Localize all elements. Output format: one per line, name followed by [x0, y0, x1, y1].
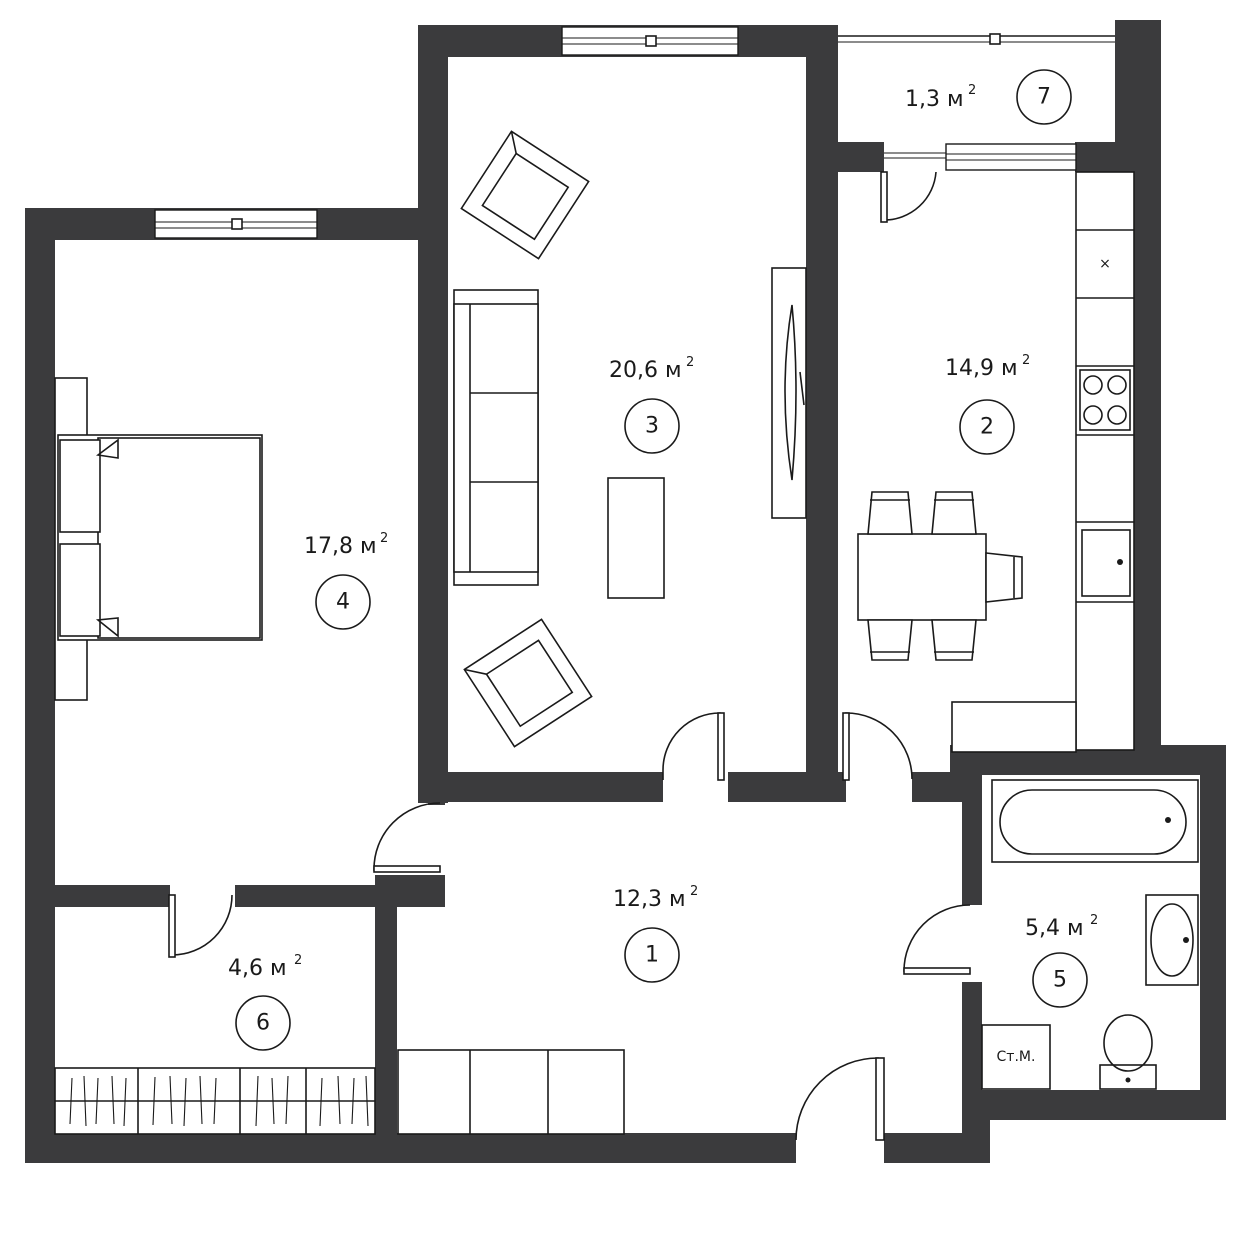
svg-text:20,6 м: 20,6 м — [609, 358, 682, 383]
room-area: 1,3 — [905, 87, 940, 112]
room-number: 6 — [256, 1011, 270, 1036]
svg-text:2: 2 — [294, 953, 302, 968]
svg-text:2: 2 — [1090, 913, 1098, 928]
room-4-label: 17,8 м 2 4 — [304, 531, 388, 630]
room-3-label: 20,6 м 2 3 — [609, 355, 694, 454]
room-number: 5 — [1053, 968, 1067, 993]
room-area: 5,4 — [1025, 916, 1060, 941]
doors — [168, 171, 971, 1141]
room-area: 4,6 — [228, 956, 263, 981]
room-number: 2 — [980, 415, 994, 440]
room-number: 4 — [336, 590, 350, 615]
kitchen-furniture: × — [857, 171, 1135, 753]
svg-text:1,3 м: 1,3 м — [905, 87, 964, 112]
svg-text:2: 2 — [380, 531, 388, 546]
room-area: 17,8 — [304, 534, 353, 559]
svg-text:17,8 м: 17,8 м — [304, 534, 377, 559]
room-area: 14,9 — [945, 356, 994, 381]
washing-machine-label: Ст.М. — [997, 1049, 1036, 1065]
svg-text:2: 2 — [968, 83, 976, 98]
living-furniture — [453, 130, 807, 748]
bedroom-furniture — [54, 377, 263, 701]
walls — [25, 20, 1226, 1163]
svg-text:14,9 м: 14,9 м — [945, 356, 1018, 381]
svg-text:2: 2 — [1022, 353, 1030, 368]
svg-text:4,6 м: 4,6 м — [228, 956, 287, 981]
room-1-label: 12,3 м 2 1 — [613, 884, 698, 983]
room-6-label: 4,6 м 2 6 — [228, 953, 302, 1051]
hall-closet-furniture — [54, 1049, 625, 1135]
room-5-label: 5,4 м 2 5 — [1025, 913, 1098, 1008]
room-2-label: 14,9 м 2 2 — [945, 353, 1030, 455]
room-number: 1 — [645, 943, 659, 968]
room-7-label: 1,3 м 2 7 — [905, 69, 1072, 125]
room-area: 12,3 — [613, 887, 662, 912]
bathroom-fixtures: Ст.М. — [981, 779, 1199, 1090]
windows — [154, 26, 1115, 239]
svg-text:2: 2 — [690, 884, 698, 899]
room-number: 7 — [1037, 85, 1051, 110]
svg-text:5,4 м: 5,4 м — [1025, 916, 1084, 941]
room-labels: 20,6 м 2 3 14,9 м 2 2 17,8 м 2 4 12,3 м … — [228, 69, 1098, 1051]
svg-text:2: 2 — [686, 355, 694, 370]
stove-symbol: × — [1099, 256, 1111, 272]
svg-text:12,3 м: 12,3 м — [613, 887, 686, 912]
room-area: 20,6 — [609, 358, 658, 383]
room-number: 3 — [645, 414, 659, 439]
